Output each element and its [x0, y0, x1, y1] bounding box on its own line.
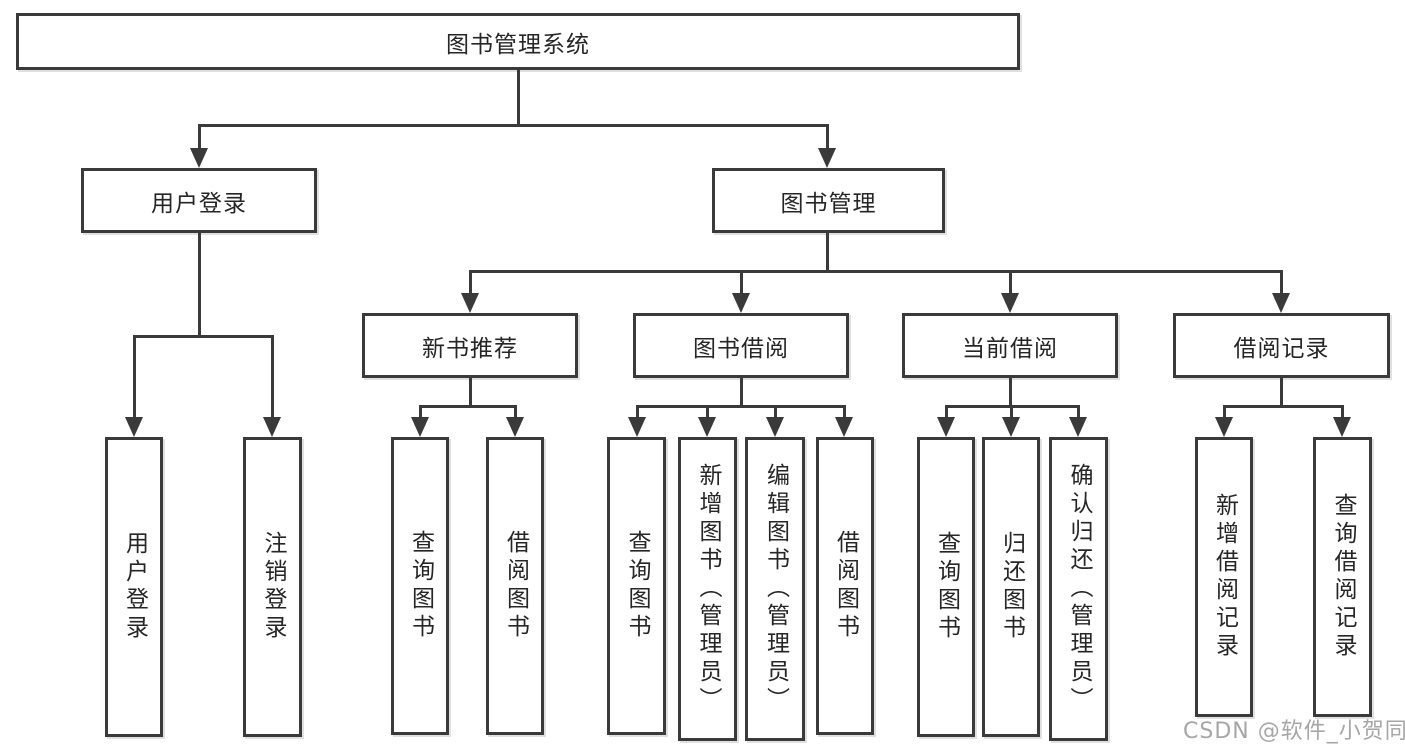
connector-line	[198, 124, 201, 152]
arrow-down-icon	[937, 417, 955, 437]
arrow-down-icon	[766, 417, 784, 437]
connector-line	[198, 124, 829, 127]
connector-line	[740, 270, 743, 296]
node-new-book-rec: 新书推荐	[362, 313, 578, 378]
leaf-br-add-record: 新增借阅记录	[1195, 437, 1253, 717]
arrow-down-icon	[1272, 293, 1290, 313]
connector-line	[945, 405, 948, 420]
connector-line	[1009, 270, 1012, 296]
connector-line	[740, 378, 743, 407]
connector-line	[1010, 405, 1013, 420]
leaf-cb-confirm-return-admin: 确认归还（管理员）	[1049, 437, 1108, 741]
leaf-bb-edit-book-admin: 编辑图书（管理员）	[745, 437, 805, 741]
connector-line	[1223, 405, 1344, 408]
arrow-down-icon	[698, 417, 716, 437]
node-book-mgmt: 图书管理	[712, 168, 945, 233]
connector-line	[469, 270, 472, 296]
connector-line	[706, 405, 709, 420]
connector-line	[636, 405, 639, 420]
leaf-cb-return-books: 归还图书	[982, 437, 1040, 737]
connector-line	[1341, 405, 1344, 420]
connector-line	[1223, 405, 1226, 420]
connector-line	[774, 405, 777, 420]
leaf-nbr-borrow-books: 借阅图书	[486, 437, 544, 735]
connector-line	[1077, 405, 1080, 420]
leaf-nbr-query-books: 查询图书	[391, 437, 449, 735]
arrow-down-icon	[1069, 417, 1087, 437]
leaf-bb-add-book-admin: 新增图书（管理员）	[678, 437, 737, 741]
arrow-down-icon	[1001, 293, 1019, 313]
arrow-down-icon	[1215, 417, 1233, 437]
connector-line	[514, 405, 517, 420]
csdn-watermark: CSDN @软件_小贺同学	[1183, 719, 1405, 744]
connector-line	[419, 405, 422, 420]
arrow-down-icon	[263, 417, 281, 437]
node-borrow-records: 借阅记录	[1173, 313, 1390, 378]
arrow-down-icon	[835, 417, 853, 437]
leaf-logout: 注销登录	[243, 437, 302, 737]
connector-line	[843, 405, 846, 420]
connector-line	[133, 335, 136, 421]
connector-line	[469, 270, 1282, 273]
arrow-down-icon	[732, 293, 750, 313]
arrow-down-icon	[1002, 417, 1020, 437]
leaf-cb-query-books: 查询图书	[917, 437, 975, 737]
node-current-borrow: 当前借阅	[902, 313, 1118, 378]
leaf-bb-borrow-books: 借阅图书	[816, 437, 874, 735]
leaf-user-login: 用户登录	[105, 437, 163, 737]
arrow-down-icon	[125, 417, 143, 437]
arrow-down-icon	[1333, 417, 1351, 437]
arrow-down-icon	[818, 148, 836, 168]
connector-line	[1280, 378, 1283, 407]
arrow-down-icon	[411, 417, 429, 437]
leaf-br-query-record: 查询借阅记录	[1313, 437, 1372, 717]
arrow-down-icon	[190, 148, 208, 168]
connector-line	[469, 378, 472, 407]
arrow-down-icon	[461, 293, 479, 313]
leaf-bb-query-books: 查询图书	[607, 437, 666, 735]
connector-line	[517, 70, 520, 126]
connector-line	[826, 233, 829, 272]
connector-line	[198, 233, 201, 338]
connector-line	[271, 335, 274, 421]
arrow-down-icon	[506, 417, 524, 437]
node-book-borrow: 图书借阅	[633, 313, 849, 378]
arrow-down-icon	[628, 417, 646, 437]
node-user-login: 用户登录	[81, 168, 317, 233]
connector-line	[1280, 270, 1283, 296]
connector-line	[1009, 378, 1012, 407]
connector-line	[419, 405, 517, 408]
connector-line	[636, 405, 846, 408]
connector-line	[826, 124, 829, 152]
node-root: 图书管理系统	[16, 13, 1020, 70]
connector-line	[133, 335, 274, 338]
